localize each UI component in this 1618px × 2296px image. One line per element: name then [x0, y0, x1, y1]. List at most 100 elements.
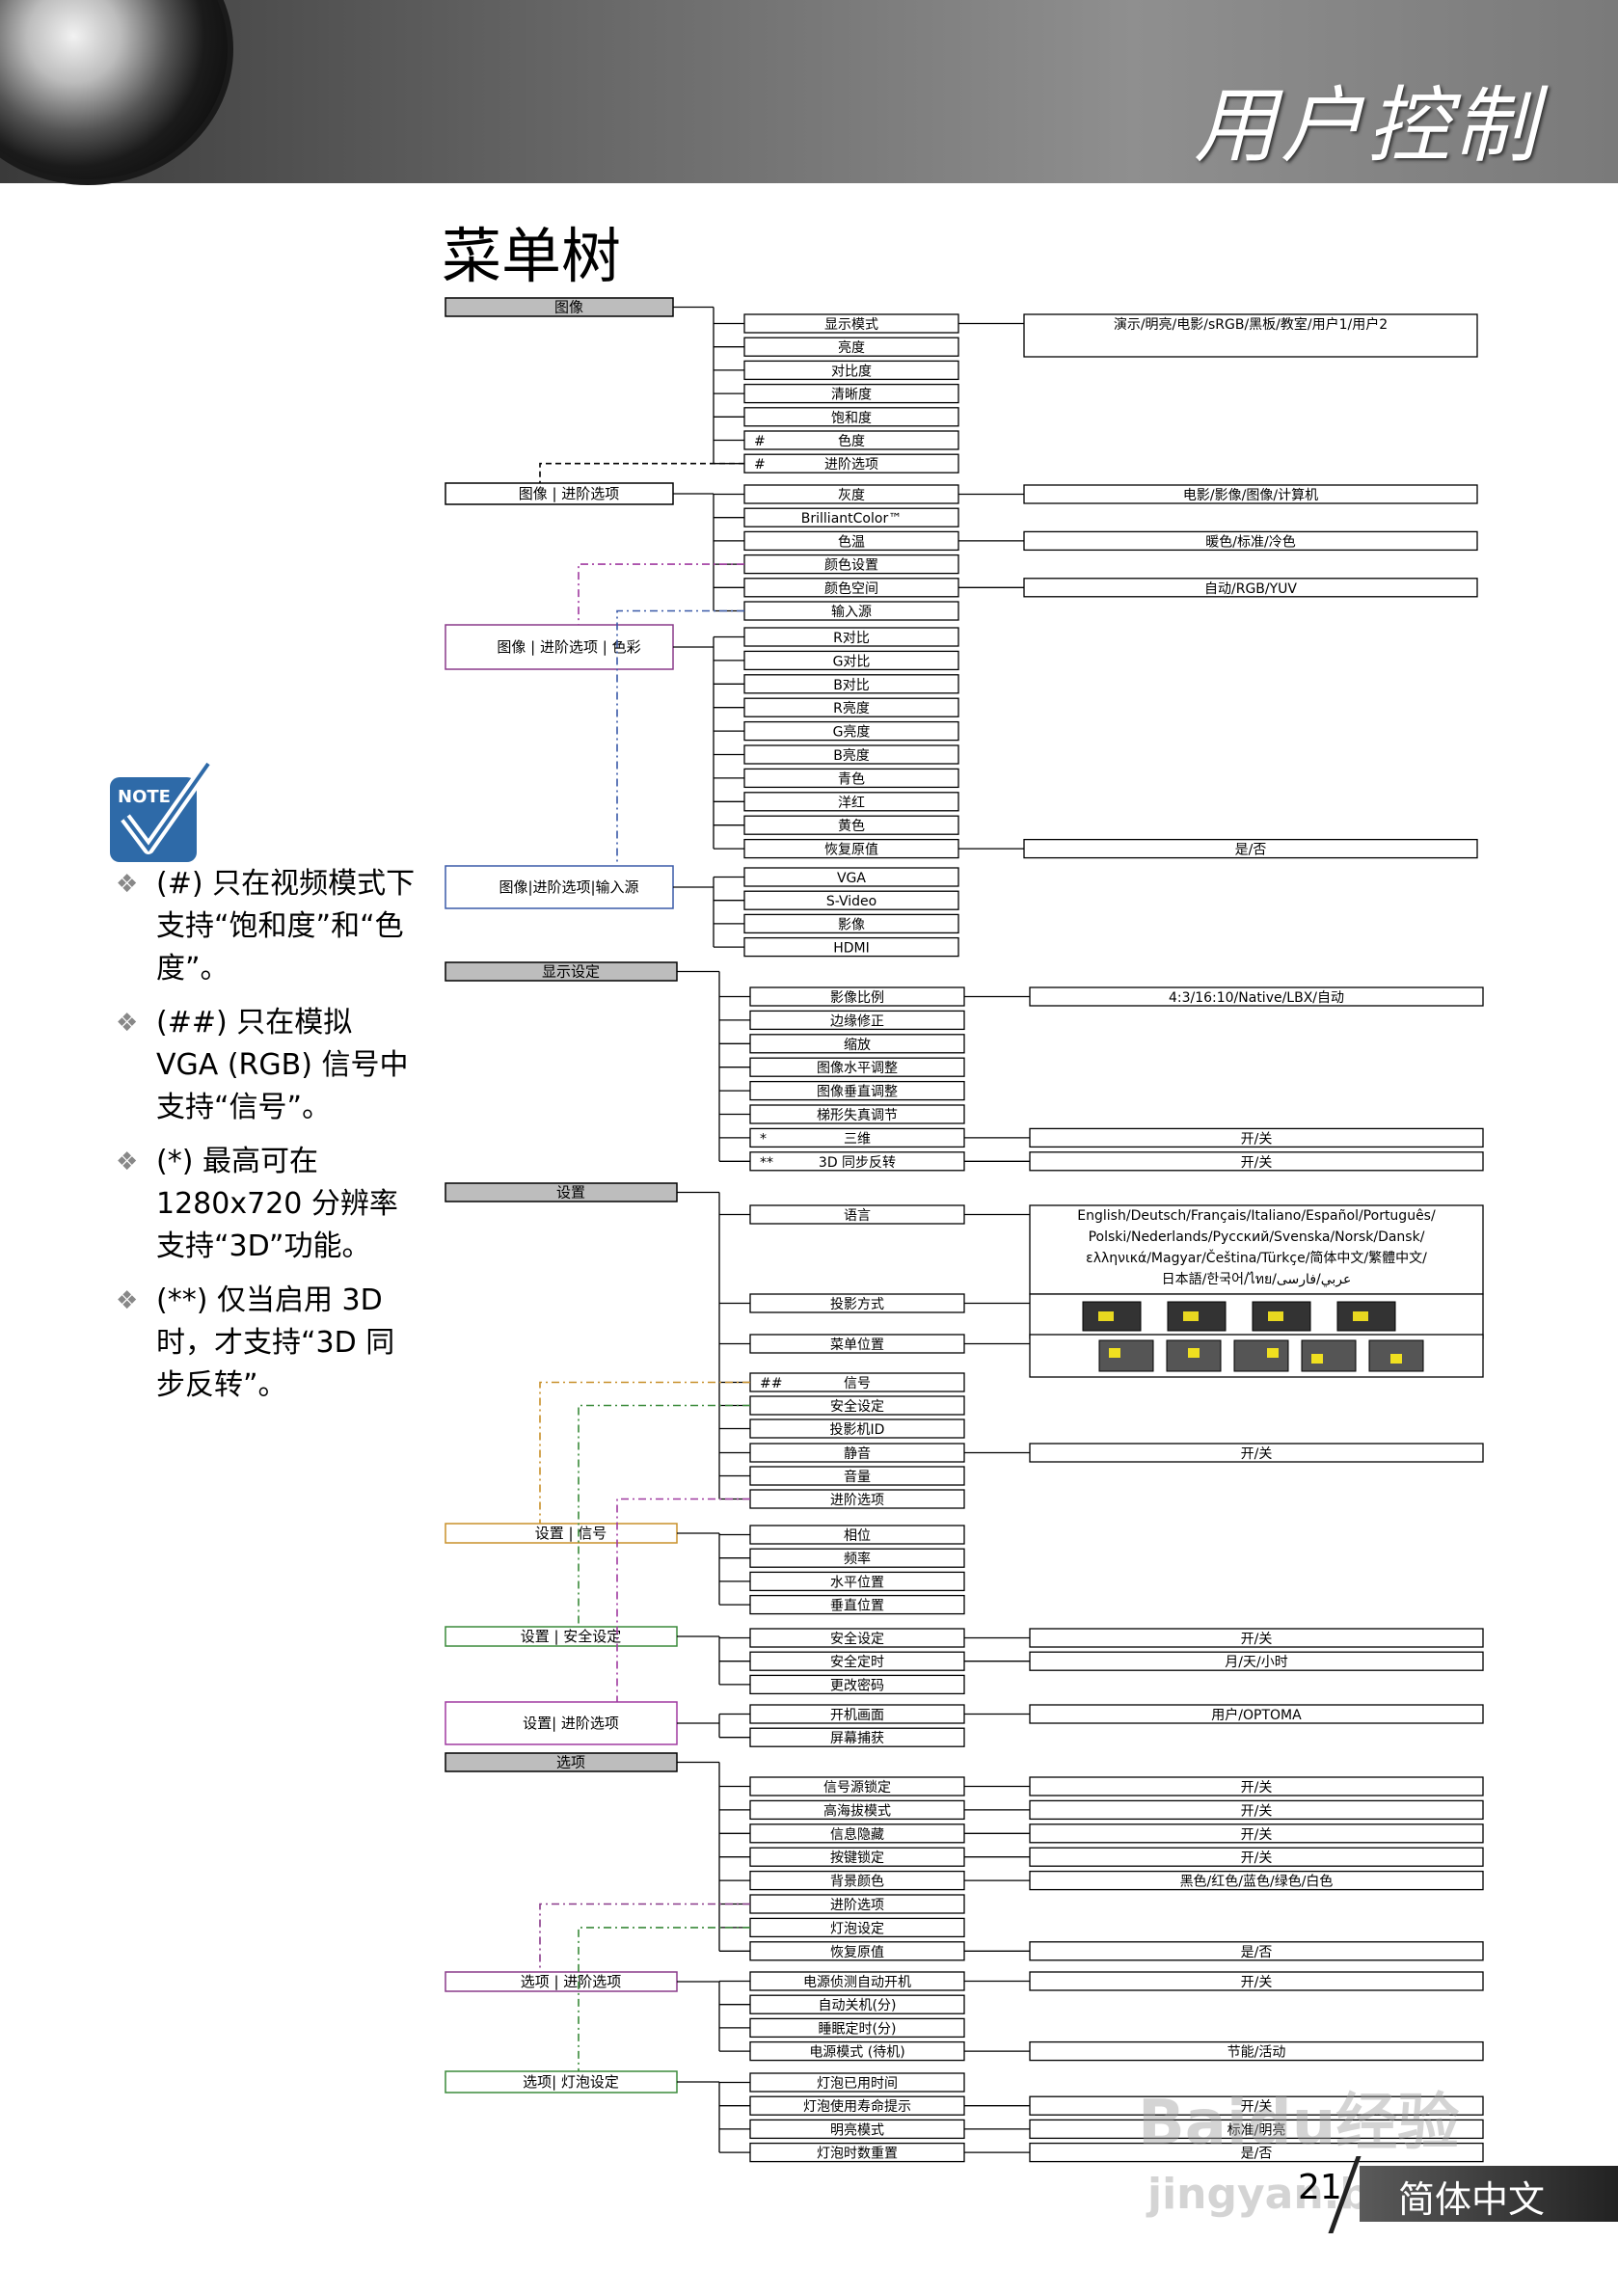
submenu-link-dashed	[616, 609, 744, 866]
menu-item-mark: #	[754, 457, 766, 473]
option-text: 开/关	[1241, 2099, 1273, 2115]
menu-item-label: 对比度	[831, 364, 872, 379]
option-box	[1029, 2119, 1484, 2140]
option-text: 是/否	[1241, 1945, 1273, 1960]
menu-item-label: 图像垂直调整	[817, 1084, 898, 1100]
menu-marker-icon	[1188, 1348, 1200, 1358]
section-label: 图像	[554, 299, 583, 316]
option-text: 4:3/16:10/Native/LBX/自动	[1169, 990, 1344, 1006]
menu-item-label: 缩放	[844, 1038, 871, 1053]
option-text: 日本語/한국어/ไทย/عربي/فارسی	[1162, 1271, 1352, 1287]
submenu-link-dashed	[539, 1903, 750, 1972]
menu-item-label: 背景颜色	[830, 1874, 884, 1890]
svg-text:NOTE: NOTE	[118, 787, 171, 807]
option-box	[1029, 1204, 1484, 1295]
option-box	[1029, 2142, 1484, 2163]
menu-item-label: 频率	[844, 1551, 871, 1567]
submenu-link-dashed	[539, 462, 744, 483]
menu-item-label: 更改密码	[830, 1677, 884, 1693]
option-text: 开/关	[1241, 1803, 1273, 1819]
footer-language: 简体中文	[1398, 2178, 1546, 2221]
menu-item-label: 高海拔模式	[823, 1802, 891, 1819]
menu-marker-icon	[1267, 1348, 1279, 1358]
option-box	[1023, 313, 1478, 358]
page-title: 菜单树	[442, 221, 622, 291]
menu-item-label: 静音	[844, 1445, 871, 1462]
menu-item-label: 电源模式 (待机)	[809, 2045, 904, 2061]
menu-item-label: 3D 同步反转	[819, 1155, 896, 1171]
section-label: 设置 | 信号	[535, 1525, 607, 1542]
menu-position-icon	[1098, 1339, 1154, 1372]
menu-item-label: 影像	[838, 917, 865, 932]
option-box	[1029, 1941, 1484, 1961]
section-label: 选项	[556, 1754, 585, 1771]
note-checkmark-icon: NOTE	[110, 760, 212, 862]
bullet-diamond-icon: ❖	[116, 870, 139, 899]
menu-item-label: 电源侦测自动开机	[803, 1975, 911, 1990]
section-label: 设置	[556, 1184, 585, 1202]
option-box	[1029, 1799, 1484, 1821]
option-text: 是/否	[1235, 843, 1267, 858]
option-box	[1029, 1870, 1484, 1891]
menu-item-label: 语言	[844, 1208, 871, 1224]
menu-item-label: 安全设定	[830, 1398, 884, 1415]
option-box	[1023, 578, 1478, 598]
section-label: 选项 | 进阶选项	[521, 1973, 622, 1990]
menu-item-label: 屏幕捕获	[830, 1731, 884, 1746]
menu-item-label: 色温	[838, 533, 865, 550]
menu-item-label: 水平位置	[830, 1575, 884, 1590]
option-box	[1023, 838, 1478, 859]
menu-item-label: 饱和度	[831, 411, 872, 426]
option-box	[1029, 2095, 1484, 2116]
option-text: 节能/活动	[1227, 2045, 1286, 2061]
menu-item-mark: *	[760, 1131, 767, 1147]
menu-item-label: 灯泡使用寿命提示	[803, 2098, 911, 2115]
menu-item-label: 亮度	[838, 339, 865, 356]
option-box	[1029, 1847, 1484, 1867]
menu-item-label: HDMI	[833, 941, 870, 957]
menu-item-label: 颜色设置	[824, 557, 878, 574]
menu-item-label: 安全定时	[830, 1654, 884, 1670]
menu-marker-icon	[1109, 1348, 1120, 1358]
note-item: ❖(#) 只在视频模式下支持“饱和度”和“色度”。	[108, 863, 417, 990]
menu-item-label: 恢复原值	[824, 842, 878, 858]
option-box	[1029, 1776, 1484, 1796]
menu-item-label: 信号	[844, 1376, 871, 1391]
menu-item-label: BrilliantColor™	[801, 511, 902, 527]
menu-item-label: G对比	[833, 654, 871, 669]
menu-position-icon	[1233, 1339, 1289, 1372]
menu-item-label: 洋红	[838, 796, 865, 811]
option-text: ελληνικά/Magyar/Čeština/Türkçe/简体中文/繁體中文…	[1086, 1249, 1427, 1266]
menu-item-label: 清晰度	[831, 388, 872, 403]
menu-item-label: G亮度	[833, 724, 871, 741]
option-box	[1029, 1651, 1484, 1671]
menu-item-label: 睡眠定时(分)	[819, 2021, 897, 2037]
option-box	[1023, 530, 1478, 552]
menu-item-mark: #	[754, 434, 766, 449]
note-item: ❖(**) 仅当启用 3D 时，才支持“3D 同步反转”。	[108, 1280, 417, 1407]
note-item: ❖(##) 只在模拟 VGA (RGB) 信号中支持“信号”。	[108, 1002, 417, 1129]
bullet-diamond-icon: ❖	[116, 1286, 139, 1315]
submenu-link-dashed	[616, 1498, 750, 1702]
option-text: 电影/影像/图像/计算机	[1183, 488, 1318, 503]
menu-item-label: 菜单位置	[830, 1337, 884, 1353]
option-text: 自动/RGB/YUV	[1204, 581, 1297, 597]
menu-item-label: R亮度	[833, 700, 870, 716]
menu-item-label: B亮度	[833, 747, 870, 764]
menu-item-label: 垂直位置	[830, 1598, 884, 1614]
menu-item-label: 灯泡时数重置	[817, 2147, 898, 2162]
option-text: 用户/OPTOMA	[1211, 1707, 1302, 1723]
menu-item-label: 投影方式	[830, 1297, 884, 1312]
menu-item-label: 安全设定	[830, 1631, 884, 1647]
menu-item-label: 输入源	[831, 605, 872, 620]
option-box	[1029, 1628, 1484, 1648]
option-text: 开/关	[1241, 1446, 1273, 1462]
menu-item-label: 进阶选项	[824, 457, 878, 473]
menu-item-mark: ##	[760, 1376, 782, 1391]
option-box	[1029, 1823, 1484, 1844]
menu-item-label: 青色	[838, 770, 865, 787]
option-box	[1029, 1443, 1484, 1463]
menu-item-label: 颜色空间	[824, 581, 878, 597]
header-title: 用户控制	[1194, 78, 1541, 175]
option-text: 演示/明亮/电影/sRGB/黑板/教室/用户1/用户2	[1114, 316, 1388, 333]
